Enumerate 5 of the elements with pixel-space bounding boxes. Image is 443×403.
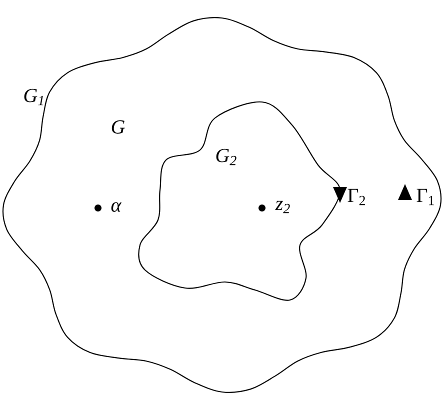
region-label: Γ$_{2}$	[348, 188, 365, 206]
region-label: G$_{1}$	[24, 88, 44, 106]
region-label: G$_{2}$	[216, 148, 236, 166]
region-label: Γ$_{1}$	[416, 188, 434, 206]
point-label: z$_{2}$	[275, 200, 290, 214]
